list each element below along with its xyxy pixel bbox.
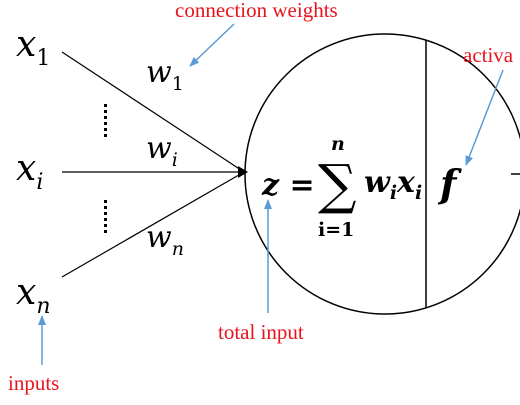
weight-w1: w1 <box>146 55 184 95</box>
activation-arrow <box>465 69 504 166</box>
connection-weights-label: connection weights <box>175 0 338 22</box>
weight-wi: wi <box>146 131 178 171</box>
weight-wn: wn <box>146 220 184 260</box>
sum-upper-limit: n <box>331 133 345 155</box>
total-input-label: total input <box>218 320 304 344</box>
ellipsis-lower <box>104 200 107 233</box>
inputs-label: inputs <box>8 371 59 395</box>
sum-term: wixi <box>364 165 422 204</box>
connection-weights-arrow <box>189 23 235 67</box>
connection-line-1 <box>61 51 245 173</box>
activation-function: f <box>437 161 462 206</box>
connection-line-n <box>61 171 245 278</box>
junction-arrowhead <box>238 166 248 178</box>
activation-label: activa <box>463 43 514 67</box>
input-xi: xi <box>16 148 43 195</box>
input-xn: xn <box>16 272 50 319</box>
ellipsis-upper <box>104 104 107 137</box>
sum-lower-limit: i=1 <box>318 219 354 241</box>
input-x1: x1 <box>16 24 50 71</box>
sum-symbol: ∑ <box>318 153 357 216</box>
sum-lhs: z = <box>261 168 315 203</box>
neuron-circle <box>244 33 520 315</box>
